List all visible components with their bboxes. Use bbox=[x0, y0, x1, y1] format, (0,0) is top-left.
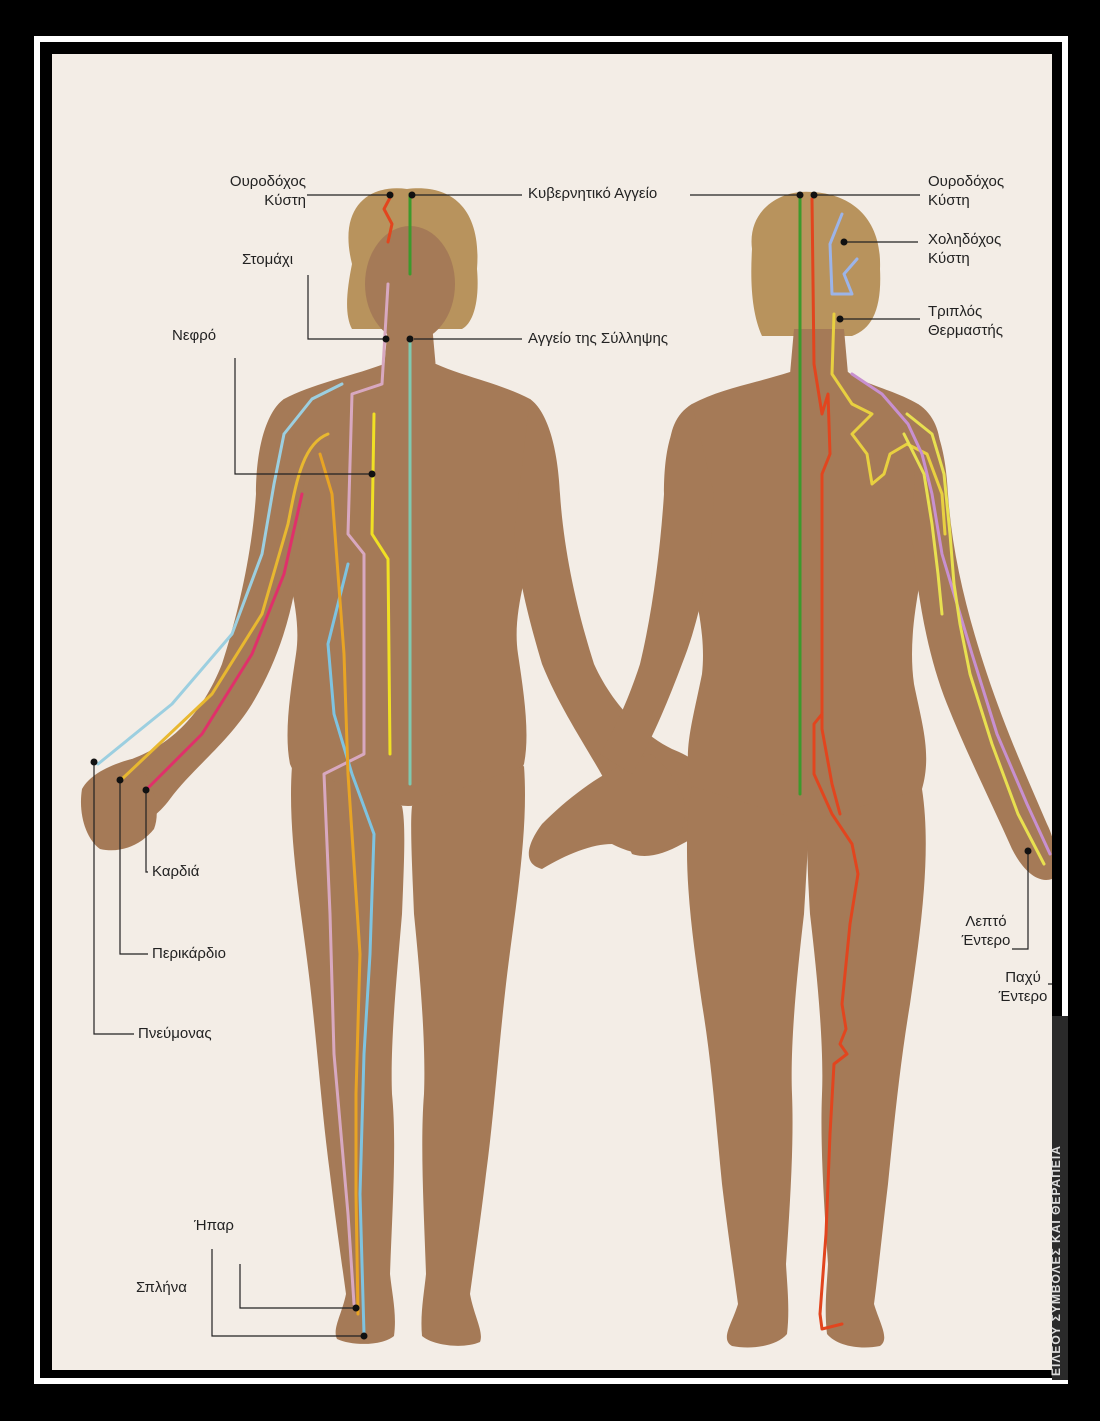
back-hair bbox=[751, 192, 880, 336]
label-bladder-right: Ουροδόχος Κύστη bbox=[928, 172, 1004, 210]
label-conception-vessel: Αγγείο της Σύλληψης bbox=[528, 329, 668, 348]
book-page: Ουροδόχος Κύστη Κυβερνητικό Αγγείο Ουροδ… bbox=[52, 54, 1052, 1370]
label-large-intestine: Παχύ Έντερο bbox=[998, 968, 1048, 1006]
front-left-leg bbox=[291, 766, 404, 1344]
label-kidney: Νεφρό bbox=[172, 326, 216, 345]
back-right-arm bbox=[912, 404, 1052, 880]
back-torso bbox=[670, 372, 941, 822]
label-small-intestine: Λεπτό Έντερο bbox=[960, 912, 1012, 950]
label-gallbladder: Χοληδόχος Κύστη bbox=[928, 230, 1001, 268]
label-spleen: Σπλήνα bbox=[136, 1278, 187, 1297]
label-bladder-left: Ουροδόχος Κύστη bbox=[202, 172, 306, 210]
label-stomach: Στομάχι bbox=[242, 250, 293, 269]
front-right-leg bbox=[411, 766, 525, 1346]
back-left-leg bbox=[687, 786, 808, 1348]
meridian-diagram bbox=[52, 54, 1052, 1370]
label-governing-vessel: Κυβερνητικό Αγγείο bbox=[528, 184, 657, 203]
front-torso bbox=[265, 364, 548, 806]
label-heart: Καρδιά bbox=[152, 862, 199, 881]
label-triple-heater: Τριπλός Θερμαστής bbox=[928, 302, 1003, 340]
book-spine-text: ΕΙΛΕΟΥ ΣΥΜΒΟΛΕΣ ΚΑΙ ΘΕΡΑΠΕΙΑ bbox=[1049, 1016, 1063, 1376]
label-liver: Ήπαρ bbox=[194, 1216, 234, 1235]
label-pericardium: Περικάρδιο bbox=[152, 944, 226, 963]
label-lung: Πνεύμονας bbox=[138, 1024, 212, 1043]
